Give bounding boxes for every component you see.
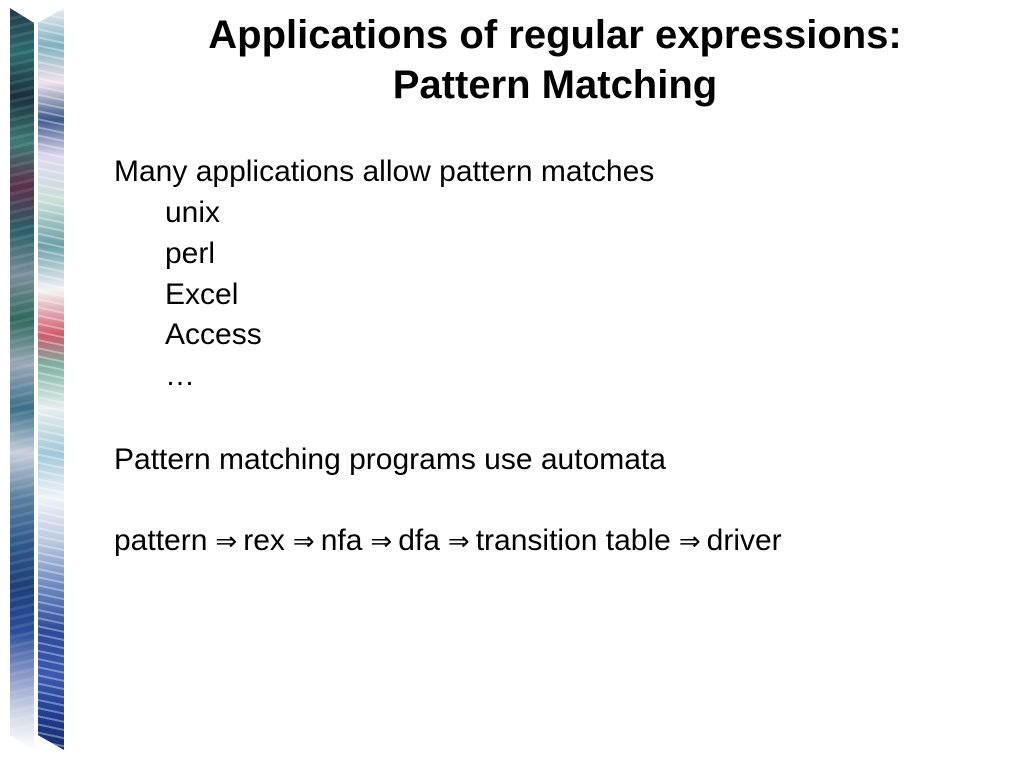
pipeline-step-pattern: pattern <box>114 524 208 557</box>
app-item-ellipsis: … <box>165 359 195 392</box>
statement-text: Pattern matching programs use automata <box>114 443 666 476</box>
decorative-strip-dark <box>10 8 34 750</box>
pipeline-step-dfa: dfa <box>398 524 440 557</box>
right-double-arrow-icon: ⇒ <box>215 527 238 557</box>
right-double-arrow-icon: ⇒ <box>447 527 470 557</box>
app-item-unix: unix <box>165 196 221 229</box>
right-double-arrow-icon: ⇒ <box>292 527 315 557</box>
app-item-excel: Excel <box>165 278 239 311</box>
right-double-arrow-icon: ⇒ <box>678 527 701 557</box>
decorative-strip-light <box>38 8 64 750</box>
intro-text: Many applications allow pattern matches <box>114 155 655 188</box>
pipeline-step-transition-table: transition table <box>475 524 671 557</box>
app-item-perl: perl <box>165 237 216 270</box>
pipeline: pattern⇒rex⇒nfa⇒dfa⇒transition table⇒dri… <box>114 521 782 562</box>
pipeline-step-rex: rex <box>243 524 285 557</box>
slide-title: Applications of regular expressions: Pat… <box>110 10 1000 110</box>
title-line-1: Applications of regular expressions: <box>208 13 902 57</box>
right-double-arrow-icon: ⇒ <box>370 527 393 557</box>
pipeline-step-nfa: nfa <box>320 524 363 557</box>
pipeline-step-driver: driver <box>706 524 782 557</box>
app-item-access: Access <box>165 318 262 351</box>
title-line-2: Pattern Matching <box>392 63 718 107</box>
